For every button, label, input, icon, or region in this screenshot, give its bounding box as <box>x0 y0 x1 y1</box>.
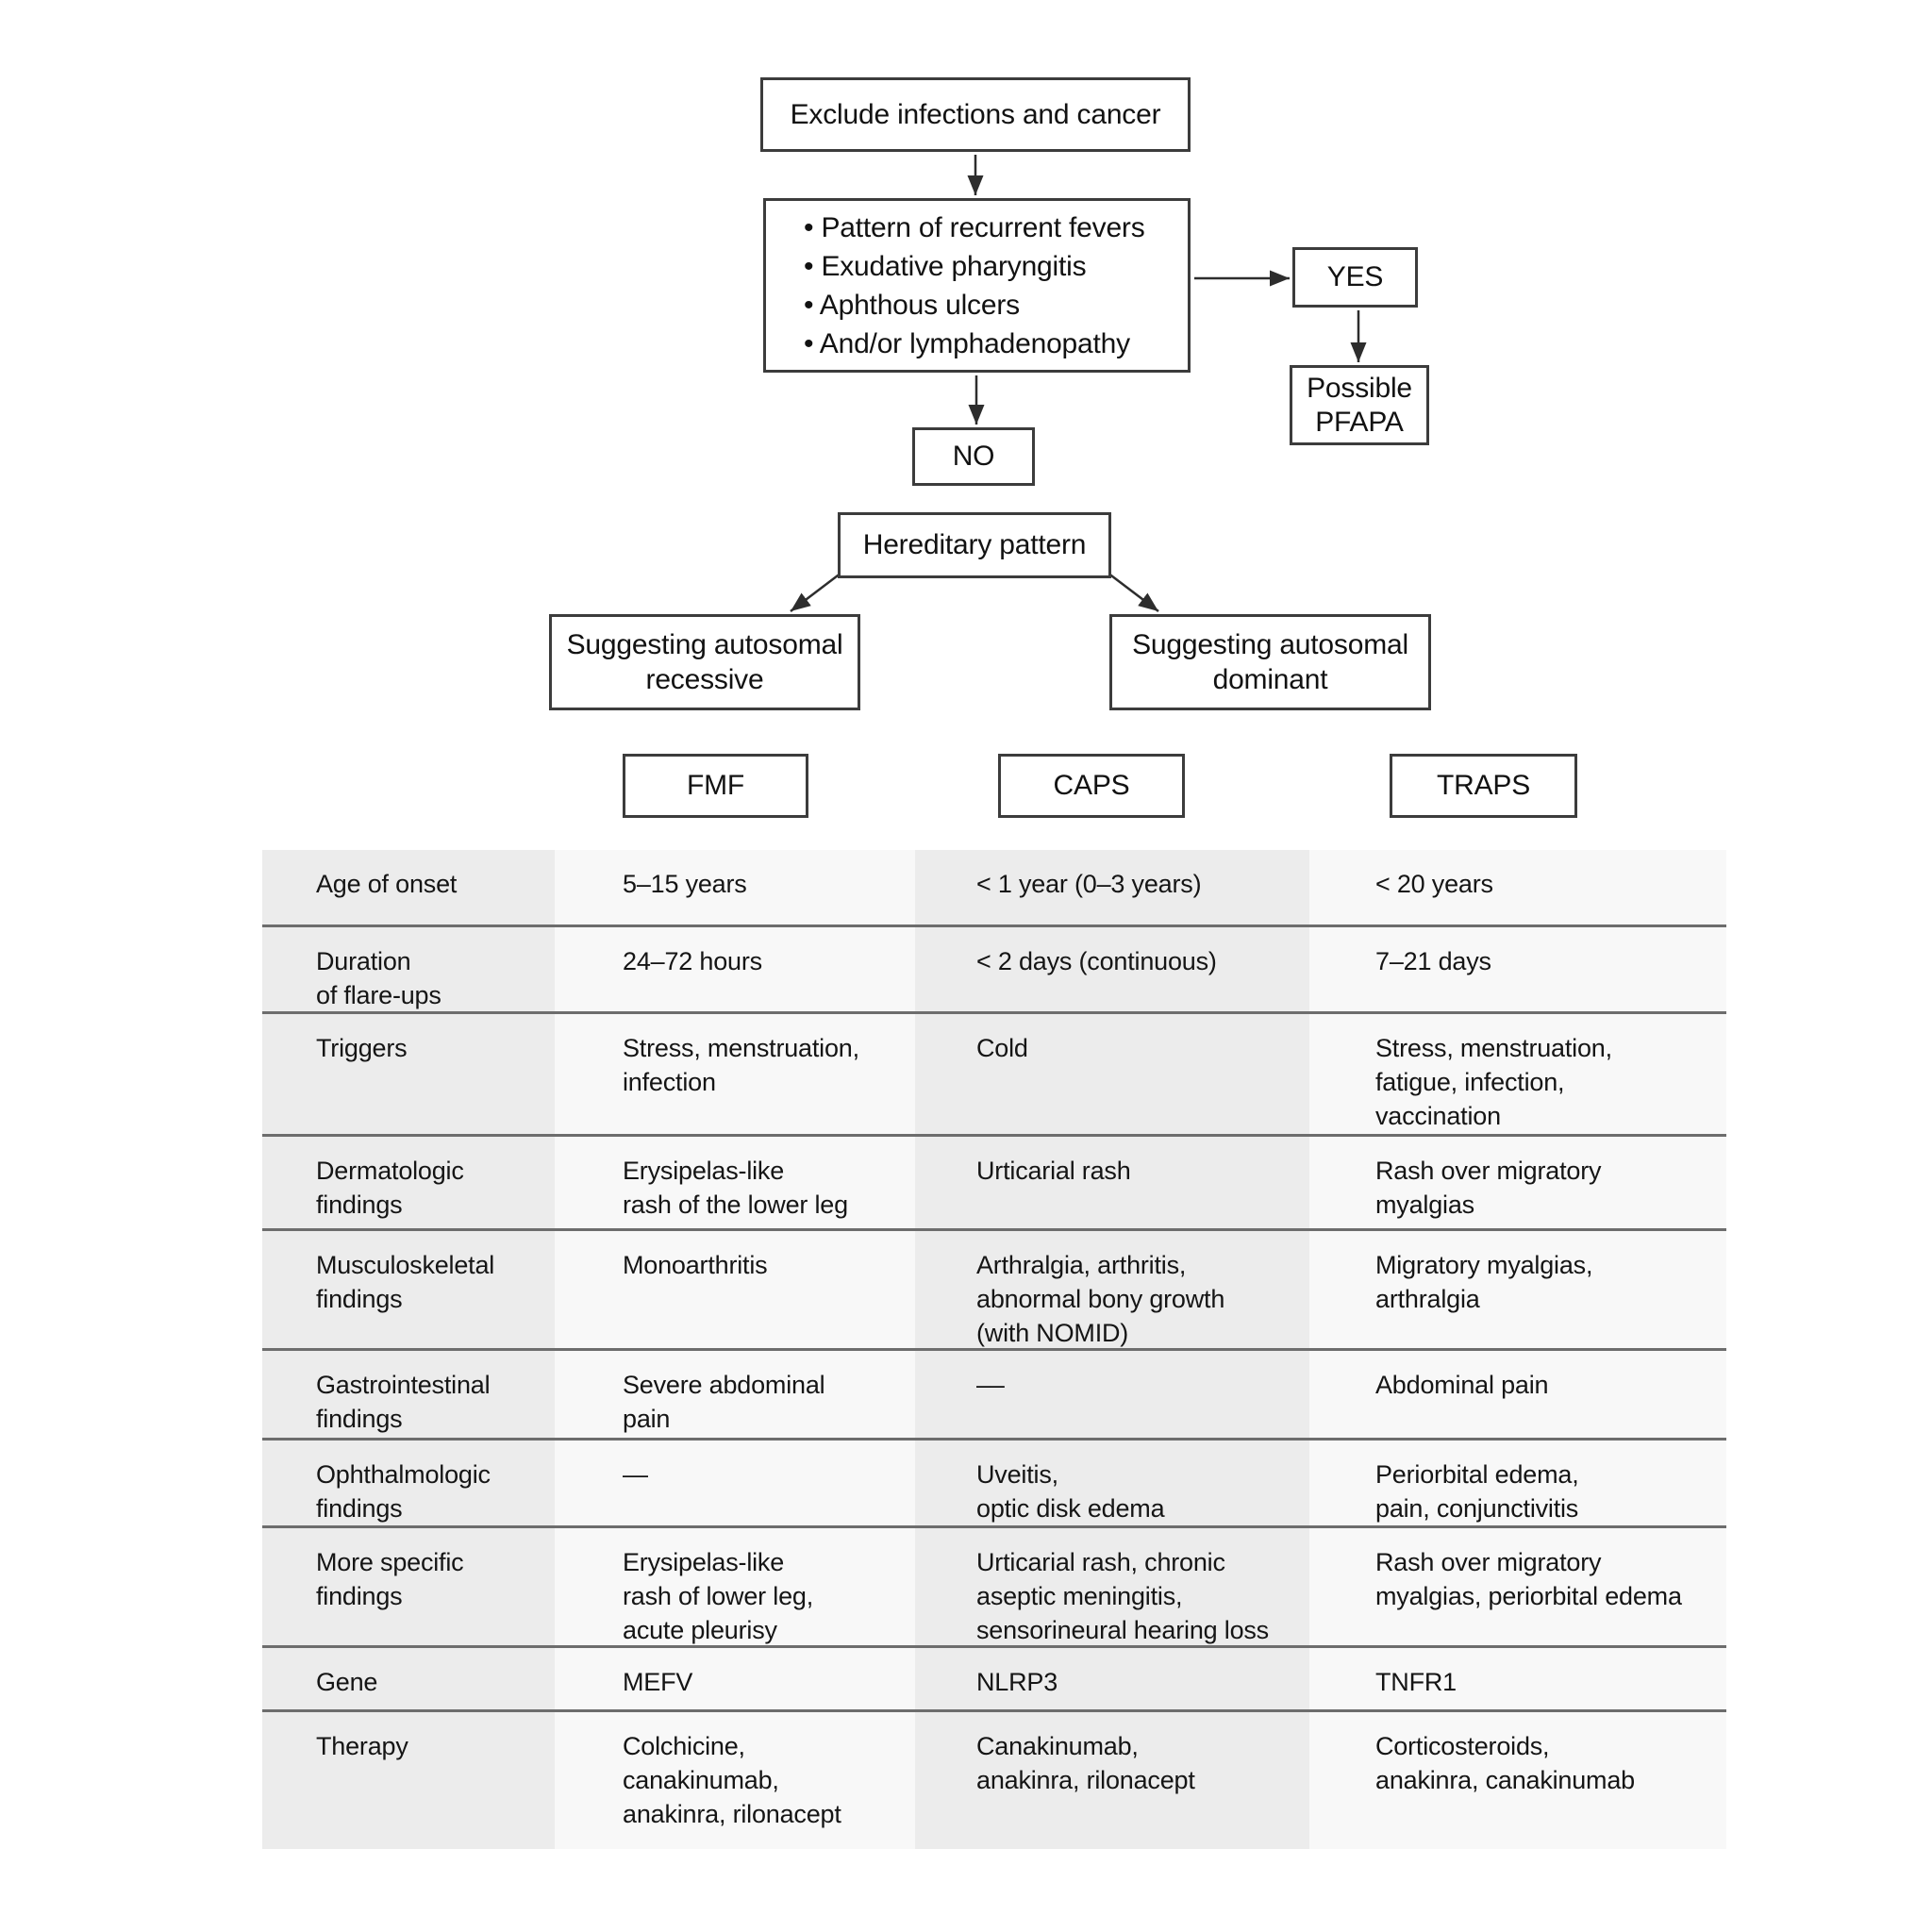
table-row-triggers: Triggers Stress, menstruation, infection… <box>262 1014 1726 1137</box>
caps-cell: < 2 days (continuous) <box>915 927 1309 1011</box>
traps-cell: Abdominal pain <box>1309 1351 1726 1438</box>
traps-cell: Stress, menstruation, fatigue, infection… <box>1309 1014 1726 1134</box>
table-row-gene: Gene MEFV NLRP3 TNFR1 <box>262 1648 1726 1712</box>
table-row-ophthalmologic: Ophthalmologic findings — Uveitis, optic… <box>262 1441 1726 1528</box>
fmf-column-header-box: FMF <box>623 754 808 818</box>
caps-cell: –– <box>915 1351 1309 1438</box>
yes-box: YES <box>1292 247 1418 308</box>
fmf-cell: — <box>555 1441 915 1525</box>
row-label-cell: Dermatologic findings <box>262 1137 555 1228</box>
possible-pfapa-box: Possible PFAPA <box>1290 365 1429 445</box>
row-label-cell: Gastrointestinal findings <box>262 1351 555 1438</box>
traps-cell: Rash over migratory myalgias, periorbita… <box>1309 1528 1726 1645</box>
table-row-therapy: Therapy Colchicine, canakinumab, anakinr… <box>262 1712 1726 1849</box>
criteria-box: • Pattern of recurrent fevers • Exudativ… <box>763 198 1191 373</box>
fmf-cell: Stress, menstruation, infection <box>555 1014 915 1134</box>
table-row-musculoskeletal: Musculoskeletal findings Monoarthritis A… <box>262 1231 1726 1351</box>
row-label-cell: Triggers <box>262 1014 555 1134</box>
caps-cell: < 1 year (0–3 years) <box>915 850 1309 924</box>
traps-cell: Periorbital edema, pain, conjunctivitis <box>1309 1441 1726 1525</box>
traps-cell: TNFR1 <box>1309 1648 1726 1709</box>
traps-cell: Corticosteroids, anakinra, canakinumab <box>1309 1712 1726 1849</box>
table-row-duration: Duration of flare-ups 24–72 hours < 2 da… <box>262 927 1726 1014</box>
no-box: NO <box>912 427 1035 486</box>
syndrome-comparison-table: Age of onset 5–15 years < 1 year (0–3 ye… <box>262 850 1726 1849</box>
caps-cell: Canakinumab, anakinra, rilonacept <box>915 1712 1309 1849</box>
row-label-cell: Musculoskeletal findings <box>262 1231 555 1348</box>
exclude-infections-box: Exclude infections and cancer <box>760 77 1191 152</box>
caps-cell: Arthralgia, arthritis, abnormal bony gro… <box>915 1231 1309 1348</box>
table-row-dermatologic: Dermatologic findings Erysipelas-like ra… <box>262 1137 1726 1231</box>
row-label-cell: Ophthalmologic findings <box>262 1441 555 1525</box>
row-label-cell: Therapy <box>262 1712 555 1849</box>
row-label-cell: Age of onset <box>262 850 555 924</box>
fmf-cell: MEFV <box>555 1648 915 1709</box>
caps-cell: NLRP3 <box>915 1648 1309 1709</box>
row-label-cell: Duration of flare-ups <box>262 927 555 1011</box>
fmf-cell: 5–15 years <box>555 850 915 924</box>
caps-cell: Urticarial rash, chronic aseptic meningi… <box>915 1528 1309 1645</box>
autosomal-dominant-box: Suggesting autosomal dominant <box>1109 614 1431 710</box>
caps-column-header-box: CAPS <box>998 754 1185 818</box>
fmf-cell: Erysipelas-like rash of the lower leg <box>555 1137 915 1228</box>
traps-cell: 7–21 days <box>1309 927 1726 1011</box>
fmf-cell: Severe abdominal pain <box>555 1351 915 1438</box>
table-row-more-specific: More specific findings Erysipelas-like r… <box>262 1528 1726 1648</box>
row-label-cell: More specific findings <box>262 1528 555 1645</box>
autosomal-recessive-box: Suggesting autosomal recessive <box>549 614 860 710</box>
traps-column-header-box: TRAPS <box>1390 754 1577 818</box>
fmf-cell: 24–72 hours <box>555 927 915 1011</box>
row-label-cell: Gene <box>262 1648 555 1709</box>
traps-cell: Migratory myalgias, arthralgia <box>1309 1231 1726 1348</box>
fmf-cell: Monoarthritis <box>555 1231 915 1348</box>
fmf-cell: Colchicine, canakinumab, anakinra, rilon… <box>555 1712 915 1849</box>
traps-cell: Rash over migratory myalgias <box>1309 1137 1726 1228</box>
traps-cell: < 20 years <box>1309 850 1726 924</box>
caps-cell: Uveitis, optic disk edema <box>915 1441 1309 1525</box>
table-row-gastrointestinal: Gastrointestinal findings Severe abdomin… <box>262 1351 1726 1441</box>
caps-cell: Urticarial rash <box>915 1137 1309 1228</box>
hereditary-pattern-box: Hereditary pattern <box>838 512 1111 578</box>
caps-cell: Cold <box>915 1014 1309 1134</box>
table-row-age-of-onset: Age of onset 5–15 years < 1 year (0–3 ye… <box>262 850 1726 927</box>
fmf-cell: Erysipelas-like rash of lower leg, acute… <box>555 1528 915 1645</box>
